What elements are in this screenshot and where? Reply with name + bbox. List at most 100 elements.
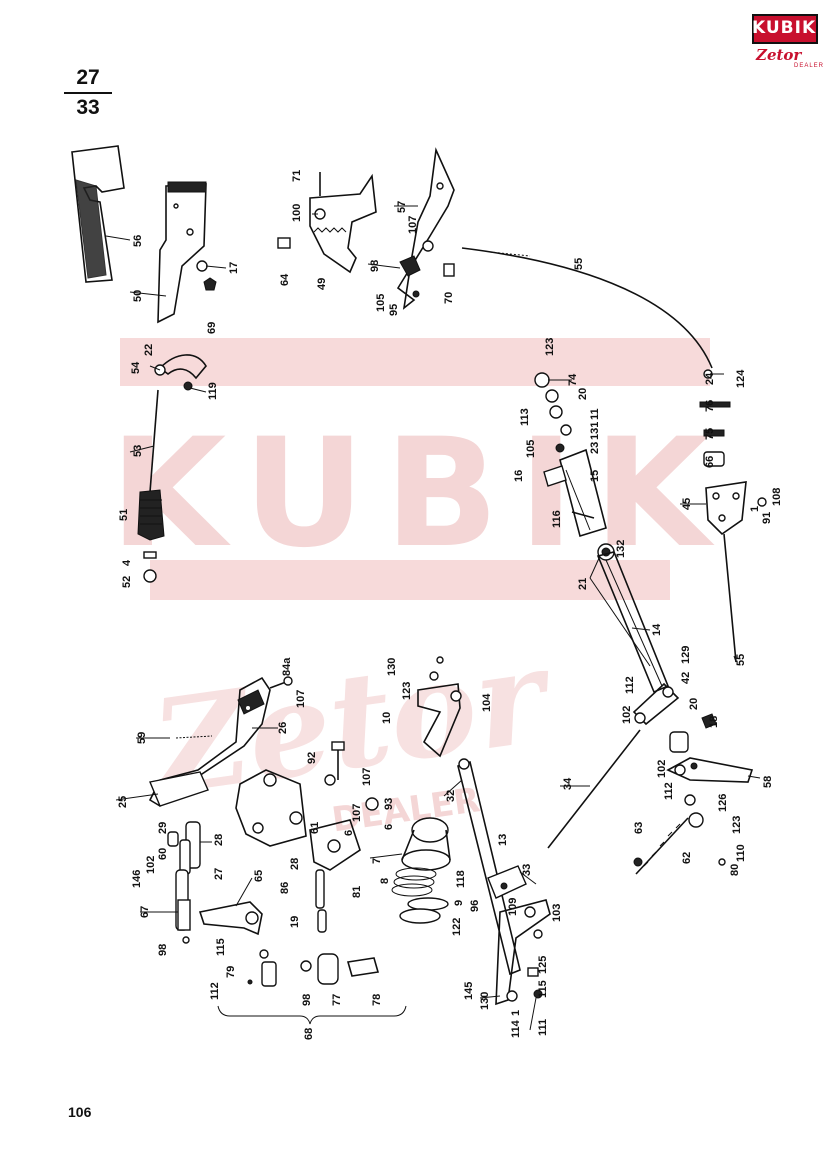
callout-55a: 55 bbox=[573, 258, 585, 270]
callout-18: 18 bbox=[708, 716, 720, 728]
watermark: KUBIK Zetor DEALER bbox=[110, 338, 715, 840]
cable-55-lower bbox=[723, 533, 737, 663]
lever-33 bbox=[495, 899, 551, 1006]
cab-cover-56 bbox=[71, 145, 125, 283]
callout-65: 65 bbox=[253, 870, 265, 882]
cable-55-upper bbox=[461, 247, 713, 369]
callout-55b: 55 bbox=[735, 654, 747, 666]
callout-42: 42 bbox=[680, 672, 692, 684]
lever-102-20 bbox=[632, 682, 717, 753]
callout-22: 22 bbox=[143, 344, 155, 356]
callout-57: 57 bbox=[396, 201, 408, 213]
lever-65 bbox=[198, 901, 263, 936]
callout-125: 125 bbox=[537, 956, 549, 974]
callout-15: 15 bbox=[589, 470, 601, 482]
callout-14: 14 bbox=[651, 623, 663, 636]
callout-98b: 98 bbox=[157, 944, 169, 956]
callout-124: 124 bbox=[735, 369, 747, 388]
callout-112c: 112 bbox=[209, 982, 221, 1000]
shaft-15 bbox=[534, 372, 607, 538]
part-80 bbox=[718, 858, 726, 866]
callout-64: 64 bbox=[279, 273, 291, 286]
callout-111: 111 bbox=[537, 1019, 549, 1036]
callout-75: 75 bbox=[704, 428, 716, 440]
callout-71: 71 bbox=[291, 170, 303, 182]
part-103 bbox=[524, 906, 536, 918]
part-130b bbox=[506, 990, 518, 1002]
callout-11: 11 bbox=[589, 408, 601, 420]
callout-107d: 107 bbox=[351, 804, 363, 822]
callout-17: 17 bbox=[228, 262, 240, 274]
lever-22 bbox=[154, 354, 207, 391]
block-13 bbox=[487, 865, 527, 899]
callout-61: 61 bbox=[309, 822, 321, 834]
part-115b bbox=[527, 967, 539, 977]
callout-81: 81 bbox=[351, 886, 363, 898]
part-111 bbox=[533, 989, 543, 999]
callout-126: 126 bbox=[717, 794, 729, 812]
fraction-bottom: 33 bbox=[76, 96, 100, 119]
callout-116: 116 bbox=[551, 510, 563, 528]
part-76 bbox=[699, 401, 731, 408]
callout-78: 78 bbox=[371, 994, 383, 1006]
callout-58: 58 bbox=[762, 776, 774, 788]
callout-98a: 98 bbox=[369, 260, 381, 272]
callout-130b: 130 bbox=[479, 992, 491, 1010]
part-112c bbox=[247, 979, 253, 985]
callout-110: 110 bbox=[735, 844, 747, 862]
callout-1b: 1 bbox=[510, 1010, 522, 1016]
part-29 bbox=[179, 839, 191, 875]
callout-21: 21 bbox=[577, 578, 589, 590]
part-60 bbox=[167, 831, 179, 847]
callout-129: 129 bbox=[680, 646, 692, 664]
callout-77: 77 bbox=[331, 994, 343, 1006]
callout-74: 74 bbox=[567, 373, 579, 386]
part-4 bbox=[143, 551, 157, 559]
plate-61 bbox=[309, 819, 361, 871]
part-64 bbox=[277, 237, 291, 249]
part-93 bbox=[365, 797, 379, 811]
callout-130a: 130 bbox=[386, 658, 398, 676]
callout-52: 52 bbox=[121, 576, 133, 588]
part-52 bbox=[143, 569, 157, 583]
watermark-bar-top bbox=[120, 338, 710, 386]
callout-49: 49 bbox=[316, 278, 328, 290]
callout-107b: 107 bbox=[295, 690, 307, 708]
callout-24: 24 bbox=[704, 372, 716, 385]
part-63 bbox=[633, 857, 643, 867]
callout-33: 33 bbox=[521, 864, 533, 876]
callout-112b: 112 bbox=[663, 782, 675, 800]
callout-32: 32 bbox=[445, 790, 457, 802]
spring-8 bbox=[391, 867, 437, 897]
callout-103: 103 bbox=[551, 904, 563, 922]
callout-108: 108 bbox=[771, 488, 783, 506]
fraction-bar bbox=[64, 92, 112, 94]
callout-34: 34 bbox=[562, 777, 574, 790]
ring-126 bbox=[684, 794, 696, 806]
callout-27: 27 bbox=[213, 868, 225, 880]
callout-95: 95 bbox=[388, 304, 400, 316]
callout-23: 23 bbox=[589, 442, 601, 454]
callout-102c: 102 bbox=[145, 856, 157, 874]
callout-25: 25 bbox=[117, 796, 129, 808]
callout-16: 16 bbox=[513, 470, 525, 482]
bracket-50 bbox=[157, 181, 207, 324]
callout-123a: 123 bbox=[544, 338, 556, 356]
part-123c bbox=[429, 671, 439, 681]
callout-118: 118 bbox=[455, 870, 467, 888]
ring-122 bbox=[399, 908, 441, 924]
logo-brand: KUBIK bbox=[752, 18, 817, 38]
callout-115b: 115 bbox=[537, 980, 549, 998]
callout-115a: 115 bbox=[215, 938, 227, 956]
callout-56: 56 bbox=[132, 235, 144, 247]
callout-68: 68 bbox=[303, 1028, 315, 1040]
callout-112a: 112 bbox=[624, 676, 636, 694]
callout-20b: 20 bbox=[688, 698, 700, 710]
cylinder-7 bbox=[401, 817, 451, 871]
bracket-68 bbox=[217, 1005, 407, 1025]
fork-10 bbox=[417, 683, 461, 758]
leader-lines bbox=[105, 205, 761, 1031]
shaft-67 bbox=[177, 899, 191, 931]
logo-tag: DEALER bbox=[794, 63, 825, 69]
